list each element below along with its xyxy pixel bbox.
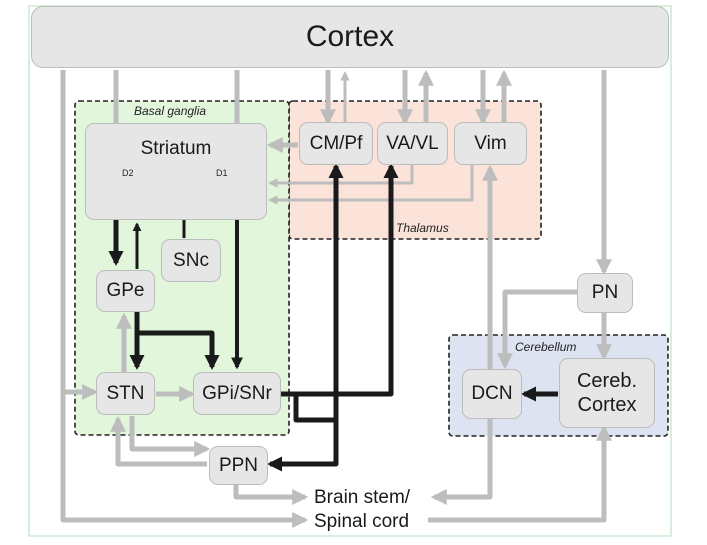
gpe-label: GPe bbox=[106, 280, 145, 301]
vim-label: Vim bbox=[474, 132, 507, 154]
arrow-dcn-to-brainstem bbox=[430, 419, 493, 506]
pn-node: PN bbox=[577, 273, 633, 313]
cortex-node: Cortex bbox=[31, 6, 669, 68]
cm-pf-node: CM/Pf bbox=[299, 122, 373, 165]
brainstem-label: Brain stem/ bbox=[314, 487, 411, 508]
thalamus-label: Thalamus bbox=[396, 221, 449, 235]
arrow-gpe-to-gpi bbox=[137, 330, 220, 370]
cortex-label: Cortex bbox=[305, 20, 395, 53]
snc-node: SNc bbox=[161, 239, 221, 282]
d2-label: D2 bbox=[122, 168, 134, 178]
arrow-cortex-to-spinal bbox=[60, 392, 309, 529]
snc-label: SNc bbox=[173, 249, 209, 271]
arrow-ppn-to-stn bbox=[109, 415, 207, 467]
cerebellum-label: Cerebellum bbox=[515, 340, 577, 354]
pn-label: PN bbox=[591, 282, 619, 303]
dcn-label: DCN bbox=[471, 383, 513, 404]
stn-node: STN bbox=[96, 372, 155, 415]
stn-label: STN bbox=[106, 382, 145, 404]
dcn-node: DCN bbox=[462, 369, 522, 419]
gpi-snr-node: GPi/SNr bbox=[193, 372, 281, 415]
va-vl-label: VA/VL bbox=[386, 132, 439, 154]
striatum-node: Striatum bbox=[85, 123, 267, 220]
cereb-cortex-label-line1: Cereb. bbox=[576, 370, 638, 392]
basal-ganglia-label: Basal ganglia bbox=[134, 104, 207, 118]
arrow-ppn-to-brainstem bbox=[233, 484, 309, 506]
va-vl-node: VA/VL bbox=[377, 122, 448, 165]
vim-node: Vim bbox=[454, 122, 527, 165]
cereb-cortex-node: Cereb. Cortex bbox=[559, 358, 655, 428]
arrow-gpi-to-vavl bbox=[280, 163, 399, 397]
ppn-node: PPN bbox=[209, 446, 268, 485]
arrow-gpi-to-ppn bbox=[267, 391, 339, 472]
arrow-vavl-to-striatum bbox=[268, 163, 414, 188]
arrow-pn-to-dcn bbox=[496, 289, 578, 370]
striatum-label: Striatum bbox=[140, 138, 212, 159]
arrow-spinal-to-cereb-cortex bbox=[428, 424, 613, 523]
ppn-label: PPN bbox=[218, 454, 259, 476]
spinal-cord-label: Spinal cord bbox=[314, 511, 410, 532]
d1-label: D1 bbox=[216, 168, 228, 178]
cm-pf-label: CM/Pf bbox=[309, 132, 363, 154]
gpe-node: GPe bbox=[96, 270, 155, 312]
cereb-cortex-label-line2: Cortex bbox=[577, 394, 637, 416]
arrow-stn-to-ppn bbox=[129, 416, 211, 458]
gpi-snr-label: GPi/SNr bbox=[202, 382, 272, 404]
